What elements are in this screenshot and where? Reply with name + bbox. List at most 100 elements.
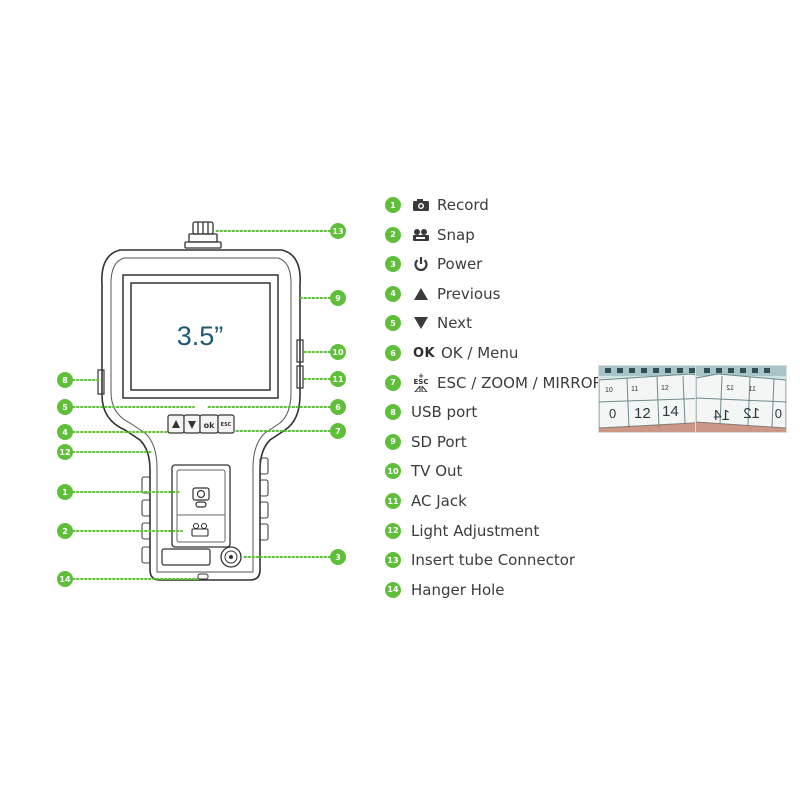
callout-number-4: 4 — [62, 428, 68, 437]
callout-number-9: 9 — [335, 294, 341, 303]
normal-label-0: 0 — [609, 406, 616, 421]
legend-number-badge: 11 — [385, 493, 401, 509]
triangle-down-icon — [411, 314, 431, 332]
tv-out-port[interactable] — [296, 339, 304, 363]
callout-badge-10 — [330, 344, 346, 360]
legend-label: SD Port — [411, 432, 467, 451]
ac-jack-port[interactable] — [296, 365, 304, 389]
mirrored-label-11: 11 — [749, 386, 756, 393]
legend-label: OK / Menu — [441, 344, 519, 362]
screen-size-label: 3.5” — [177, 321, 224, 351]
normal-label-12b: 12 — [661, 385, 669, 392]
lcd-screen — [130, 282, 271, 391]
legend-item-2: 2 Snap — [385, 222, 475, 248]
normal-label-14: 14 — [662, 403, 679, 420]
callout-badge-4 — [57, 424, 73, 440]
callout-number-8: 8 — [62, 376, 68, 385]
callout-number-7: 7 — [335, 427, 341, 436]
legend-number-badge: 7 — [385, 374, 401, 391]
mirrored-label-14: 14 — [713, 407, 730, 424]
legend-label: Hanger Hole — [411, 580, 505, 599]
callout-number-13: 13 — [332, 227, 343, 236]
zoom-plus-glyph: + — [418, 372, 424, 381]
legend-label: Previous — [437, 284, 501, 303]
legend-number-badge: 13 — [385, 552, 401, 569]
next-button-icon — [188, 421, 196, 429]
callout-badge-12 — [57, 444, 73, 460]
side-grips — [141, 457, 269, 564]
callout-number-5: 5 — [62, 403, 68, 412]
callout-badge-14 — [57, 571, 73, 587]
device-housing-inner — [110, 257, 292, 573]
legend-label: USB port — [411, 403, 478, 422]
callout-badge-9 — [330, 290, 346, 306]
legend-number-badge: 6 — [385, 345, 401, 361]
legend-item-9: 9 SD Port — [385, 429, 467, 455]
legend-number-badge: 9 — [385, 433, 401, 450]
legend-number-badge: 8 — [385, 404, 401, 421]
normal-label-10: 10 — [605, 387, 613, 394]
control-panel-inner — [176, 469, 226, 543]
esc-button[interactable] — [217, 414, 235, 434]
hanger-hole — [197, 573, 209, 580]
callout-number-11: 11 — [332, 375, 344, 384]
callout-badge-13 — [330, 223, 346, 239]
legend-item-13: 13 Insert tube Connector — [385, 547, 575, 573]
legend-item-4: 4 Previous — [385, 281, 500, 307]
legend-item-3: 3 Power — [385, 251, 482, 277]
callout-badge-3 — [330, 549, 346, 565]
usb-port[interactable] — [97, 369, 105, 395]
mirrored-label-0: 0 — [775, 406, 782, 421]
mirror-triangles-glyph — [414, 386, 428, 393]
normal-label-11: 11 — [631, 386, 638, 393]
esc-zoom-mirror-icon: +ESC — [411, 373, 431, 393]
triangle-up-icon — [411, 285, 431, 303]
legend-number-badge: 10 — [385, 463, 401, 480]
legend-number-badge: 4 — [385, 285, 401, 302]
power-button[interactable] — [220, 546, 242, 568]
legend-number-badge: 1 — [385, 197, 401, 213]
callout-number-2: 2 — [62, 527, 68, 536]
callout-number-1: 1 — [62, 488, 68, 497]
legend-label: Snap — [437, 225, 475, 244]
callout-badge-2 — [57, 523, 73, 539]
legend-label: Record — [437, 196, 489, 214]
legend-label: Light Adjustment — [411, 521, 540, 540]
light-adjustment-slider[interactable] — [161, 548, 211, 566]
legend-item-14: 14 Hanger Hole — [385, 577, 505, 603]
legend-item-11: 11 AC Jack — [385, 488, 467, 514]
legend-number-badge: 3 — [385, 256, 401, 273]
previous-button-icon — [172, 420, 180, 428]
legend-number-badge: 2 — [385, 226, 401, 243]
legend-label: Insert tube Connector — [411, 551, 576, 570]
legend-number-badge: 12 — [385, 522, 401, 539]
ok-icon: OK — [411, 344, 437, 362]
record-button[interactable] — [192, 487, 210, 508]
ok-icon-text: OK — [412, 345, 436, 361]
snap-button[interactable] — [191, 522, 209, 537]
device-housing-outer — [101, 249, 301, 581]
legend-label: ESC / ZOOM / MIRROR — [437, 373, 603, 392]
callout-number-12: 12 — [59, 448, 70, 457]
mirrored-label-12b: 12 — [726, 385, 734, 392]
legend-label: Next — [437, 314, 472, 333]
normal-label-12: 12 — [634, 405, 651, 422]
legend-label: Power — [437, 255, 483, 274]
callout-badge-1 — [57, 484, 73, 500]
callout-number-3: 3 — [335, 553, 341, 562]
legend-item-7: 7 +ESC ESC / ZOOM / MIRROR — [385, 370, 603, 396]
legend-number-badge: 14 — [385, 581, 401, 598]
esc-button-label: ESC — [221, 422, 232, 428]
callout-badge-6 — [330, 399, 346, 415]
legend-label: AC Jack — [411, 492, 467, 510]
mirrored-label-12: 12 — [743, 405, 760, 422]
callout-badge-11 — [330, 371, 346, 387]
callout-number-10: 10 — [332, 348, 344, 357]
legend-item-1: 1 Record — [385, 192, 489, 218]
control-panel — [171, 464, 231, 548]
camera-icon — [411, 196, 431, 214]
normal-view-photo: 0 12 14 10 11 12 — [598, 365, 712, 433]
